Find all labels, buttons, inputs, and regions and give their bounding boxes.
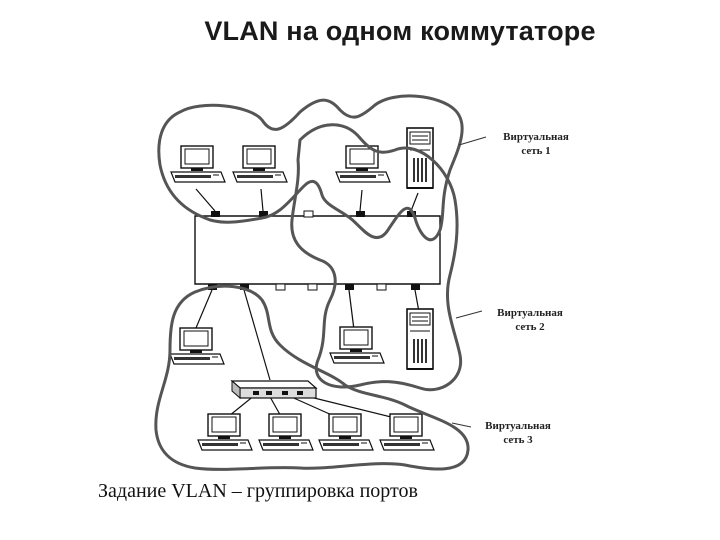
- computer-icon: [379, 413, 435, 451]
- hub-icon: [230, 379, 318, 400]
- top-links: [195, 188, 419, 212]
- computer-icon: [170, 145, 226, 183]
- vlan-2-boundary: [290, 123, 463, 392]
- computer-icon: [318, 413, 374, 451]
- vlan-3-label-line2: сеть 3: [503, 434, 533, 446]
- label-pointers: [451, 136, 487, 428]
- central-switch-icon: [194, 210, 441, 291]
- bottom-links: [192, 289, 420, 421]
- computer-icon: [169, 327, 225, 365]
- vlan-3-label-line1: Виртуальная: [485, 420, 551, 432]
- vlan-2-label-line1: Виртуальная: [497, 307, 563, 319]
- page-title: VLAN на одном коммутаторе: [204, 16, 596, 46]
- vlan-2-label-line2: сеть 2: [515, 321, 545, 333]
- computer-icon: [232, 145, 288, 183]
- caption: Задание VLAN – группировка портов: [98, 480, 418, 502]
- vlan-1-label-line1: Виртуальная: [503, 131, 569, 143]
- vlan-1-label-line2: сеть 1: [521, 145, 550, 157]
- vlan-3-boundary: [154, 284, 470, 471]
- computer-icon: [197, 413, 253, 451]
- vlan-boundaries: [154, 94, 470, 471]
- computer-icon: [258, 413, 314, 451]
- server-tower-icon: [406, 308, 434, 370]
- computer-icon: [329, 326, 385, 364]
- vlan-1-boundary: [157, 94, 464, 242]
